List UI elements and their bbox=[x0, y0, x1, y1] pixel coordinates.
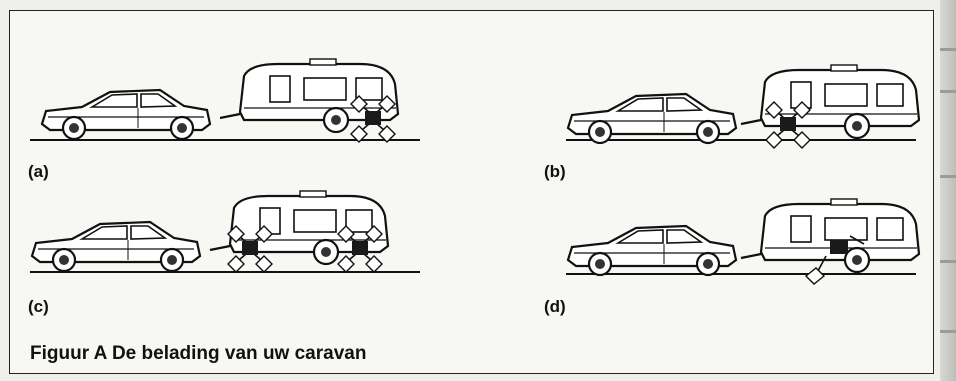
label-a: (a) bbox=[28, 162, 49, 181]
illustration-b bbox=[566, 63, 921, 149]
label-c: (c) bbox=[28, 297, 49, 316]
illustration-c bbox=[30, 190, 420, 273]
label-d: (d) bbox=[544, 297, 566, 316]
adjacent-page-edge bbox=[940, 0, 956, 381]
figure-frame bbox=[9, 10, 934, 374]
label-b: (b) bbox=[544, 162, 566, 181]
figure-caption: Figuur A De belading van uw caravan bbox=[30, 343, 367, 364]
illustration-d bbox=[566, 197, 921, 285]
illustration-a bbox=[30, 57, 420, 143]
